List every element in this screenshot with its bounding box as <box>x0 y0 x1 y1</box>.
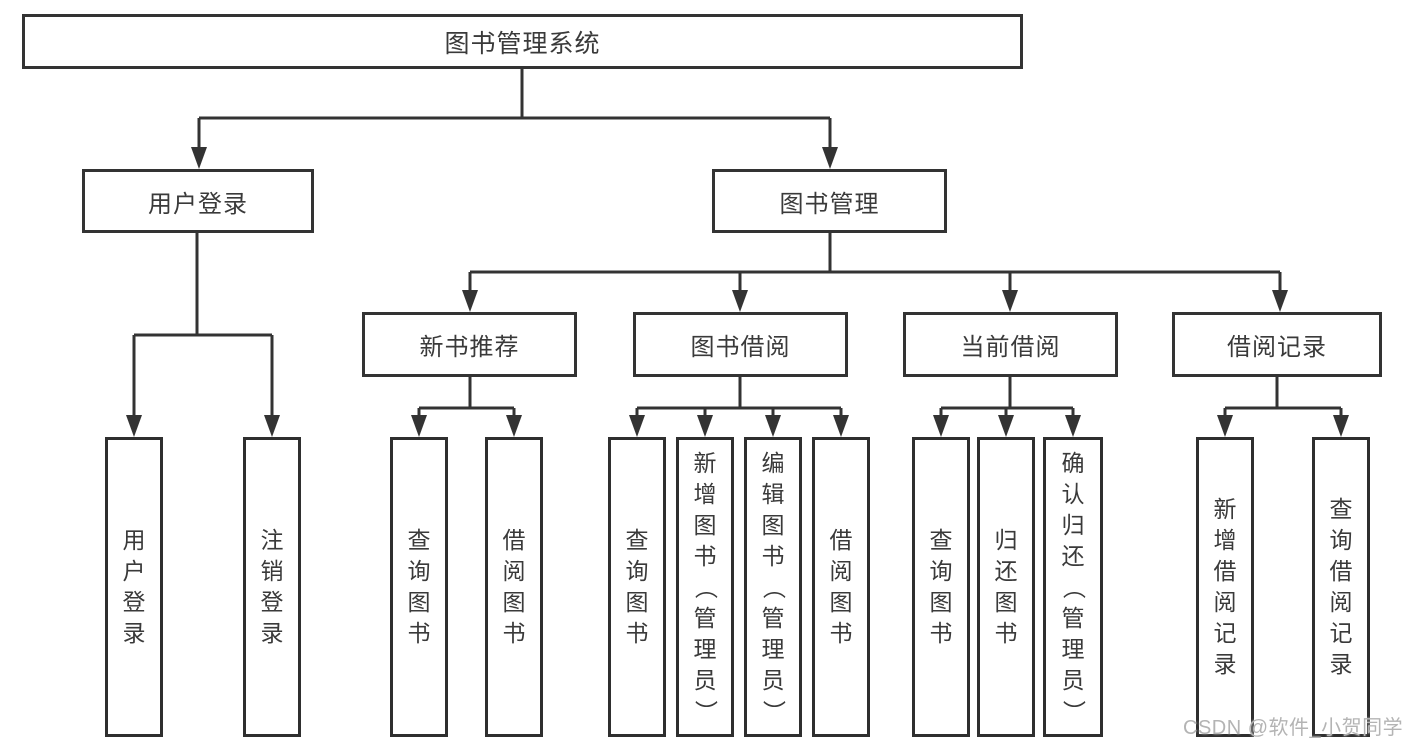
leaf-logout: 注销登录 <box>243 437 301 737</box>
leaf-add-books-admin: 新增图书（管理员） <box>676 437 734 737</box>
leaf-borrow-books-2: 借阅图书 <box>812 437 870 737</box>
node-book-management: 图书管理 <box>712 169 947 233</box>
leaf-confirm-return-admin: 确认归还（管理员） <box>1043 437 1103 737</box>
leaf-query-borrow-record: 查询借阅记录 <box>1312 437 1370 737</box>
csdn-watermark: CSDN @软件_小贺同学 <box>1183 717 1404 739</box>
node-root-library-management-system: 图书管理系统 <box>22 14 1023 69</box>
leaf-query-books: 查询图书 <box>390 437 448 737</box>
node-current-borrow: 当前借阅 <box>903 312 1118 377</box>
node-borrow-records: 借阅记录 <box>1172 312 1382 377</box>
node-new-book-recommend: 新书推荐 <box>362 312 577 377</box>
node-book-borrow: 图书借阅 <box>633 312 848 377</box>
leaf-query-books-2: 查询图书 <box>608 437 666 737</box>
node-user-login: 用户登录 <box>82 169 314 233</box>
leaf-user-login: 用户登录 <box>105 437 163 737</box>
leaf-borrow-books: 借阅图书 <box>485 437 543 737</box>
leaf-edit-books-admin: 编辑图书（管理员） <box>744 437 802 737</box>
leaf-add-borrow-record: 新增借阅记录 <box>1196 437 1254 737</box>
leaf-return-books: 归还图书 <box>977 437 1035 737</box>
leaf-query-books-3: 查询图书 <box>912 437 970 737</box>
